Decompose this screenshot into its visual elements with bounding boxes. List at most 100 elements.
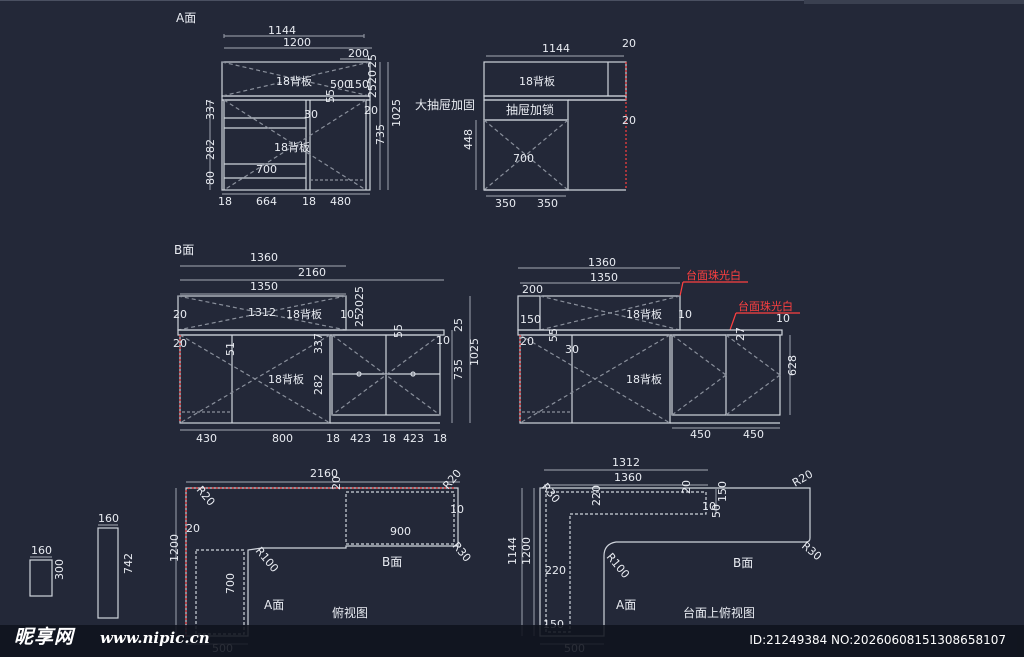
label-b-51: 51 xyxy=(224,342,237,356)
label-c-55: 55 xyxy=(547,328,560,342)
label-t2-220b: 220 xyxy=(545,564,566,577)
label-c-628: 628 xyxy=(786,355,799,376)
label-t2-50: 50 xyxy=(710,504,723,518)
label-b-10: 10 xyxy=(340,308,354,321)
label-t1-name: 俯视图 xyxy=(332,605,368,620)
label-s-350l: 350 xyxy=(495,197,516,210)
label-t1-1200: 1200 xyxy=(168,534,181,562)
label-s-700: 700 xyxy=(513,152,534,165)
label-c-10: 10 xyxy=(678,308,692,321)
label-b-423b: 423 xyxy=(403,432,424,445)
label-b-1025: 1025 xyxy=(468,338,481,366)
label-b-18c: 18 xyxy=(433,432,447,445)
label-a-18bb1: 18背板 xyxy=(276,74,312,88)
label-c-red2: 台面珠光白 xyxy=(738,299,793,313)
label-c-27: 27 xyxy=(734,327,747,341)
label-s-448: 448 xyxy=(462,129,475,150)
label-a-735: 735 xyxy=(374,124,387,145)
label-t2-1360: 1360 xyxy=(614,471,642,484)
label-s-20t: 20 xyxy=(622,37,636,50)
label-a-1144: 1144 xyxy=(268,24,296,37)
label-b-337: 337 xyxy=(312,333,325,354)
label-a-500: 500 xyxy=(330,78,351,91)
label-a-80: 80 xyxy=(204,171,217,185)
label-c-150: 150 xyxy=(520,313,541,326)
elevation-b xyxy=(177,265,471,431)
label-t1-b: B面 xyxy=(382,555,402,569)
label-s-big: 大抽屉加固 xyxy=(415,98,475,112)
label-b-430: 430 xyxy=(196,432,217,445)
label-a-30: 30 xyxy=(304,108,318,121)
label-a-20b: 20 xyxy=(364,104,378,117)
label-c-450r: 450 xyxy=(743,428,764,441)
label-a-18bb2: 18背板 xyxy=(274,140,310,154)
elevation-a-side xyxy=(475,55,627,197)
label-a-480: 480 xyxy=(330,195,351,208)
label-b-423a: 423 xyxy=(350,432,371,445)
label-t1-a: A面 xyxy=(264,598,284,612)
label-s-350r: 350 xyxy=(537,197,558,210)
label-t1-700: 700 xyxy=(224,573,237,594)
elevation-b-back xyxy=(517,267,800,429)
label-t2-a: A面 xyxy=(616,598,636,612)
label-b-1360: 1360 xyxy=(250,251,278,264)
label-t2-20: 20 xyxy=(680,480,693,494)
label-a-25b: 25 xyxy=(366,84,379,98)
label-a-55: 55 xyxy=(324,89,337,103)
label-b-20l: 20 xyxy=(173,308,187,321)
label-b-20v: 20 xyxy=(353,300,366,314)
detail-parts xyxy=(29,524,119,619)
label-t2-220: 220 xyxy=(590,485,603,506)
label-c-200: 200 xyxy=(522,283,543,296)
label-s-18bb: 18背板 xyxy=(519,74,555,88)
label-c-30: 30 xyxy=(565,343,579,356)
label-b-735: 735 xyxy=(452,359,465,380)
label-c-1350: 1350 xyxy=(590,271,618,284)
label-b-25a: 25 xyxy=(353,286,366,300)
label-b-282: 282 xyxy=(312,374,325,395)
label-s-20b: 20 xyxy=(622,114,636,127)
label-c-450l: 450 xyxy=(690,428,711,441)
label-b-25r: 25 xyxy=(452,318,465,332)
label-t1-20a: 20 xyxy=(330,476,343,490)
label-t2-b: B面 xyxy=(733,556,753,570)
label-b-10r: 10 xyxy=(436,334,450,347)
label-t2-1144: 1144 xyxy=(506,537,519,565)
label-c-18bb1: 18背板 xyxy=(626,307,662,321)
label-t2-name: 台面上俯视图 xyxy=(683,605,755,620)
label-c-18bb2: 18背板 xyxy=(626,372,662,386)
label-s2-742: 742 xyxy=(122,553,135,574)
label-s-lock: 抽屉加锁 xyxy=(506,102,554,117)
label-a-1200: 1200 xyxy=(283,36,311,49)
label-t1-20b: 20 xyxy=(186,522,200,535)
label-s-1144: 1144 xyxy=(542,42,570,55)
label-s2-160: 160 xyxy=(98,512,119,525)
elevation-a xyxy=(209,34,389,195)
label-a-150: 150 xyxy=(348,78,369,91)
nipic-url: www.nipic.cn xyxy=(100,629,210,647)
label-a-18m: 18 xyxy=(302,195,316,208)
label-t1-900: 900 xyxy=(390,525,411,538)
nipic-logo: 昵享网 xyxy=(14,626,75,648)
label-a-title: A面 xyxy=(176,11,196,25)
label-s1-300: 300 xyxy=(53,559,66,580)
label-b-2160: 2160 xyxy=(298,266,326,279)
label-b-25b: 25 xyxy=(353,313,366,327)
label-a-25: 25 xyxy=(366,54,379,68)
label-a-337: 337 xyxy=(204,99,217,120)
label-b-1350: 1350 xyxy=(250,280,278,293)
label-a-1025: 1025 xyxy=(390,99,403,127)
label-b-18b: 18 xyxy=(382,432,396,445)
label-a-664: 664 xyxy=(256,195,277,208)
label-b-55: 55 xyxy=(392,324,405,338)
label-t2-1200: 1200 xyxy=(520,537,533,565)
label-b-18a: 18 xyxy=(326,432,340,445)
label-a-20v: 20 xyxy=(366,70,379,84)
label-c-20l: 20 xyxy=(520,335,534,348)
label-s1-160: 160 xyxy=(31,544,52,557)
label-t2-1312: 1312 xyxy=(612,456,640,469)
